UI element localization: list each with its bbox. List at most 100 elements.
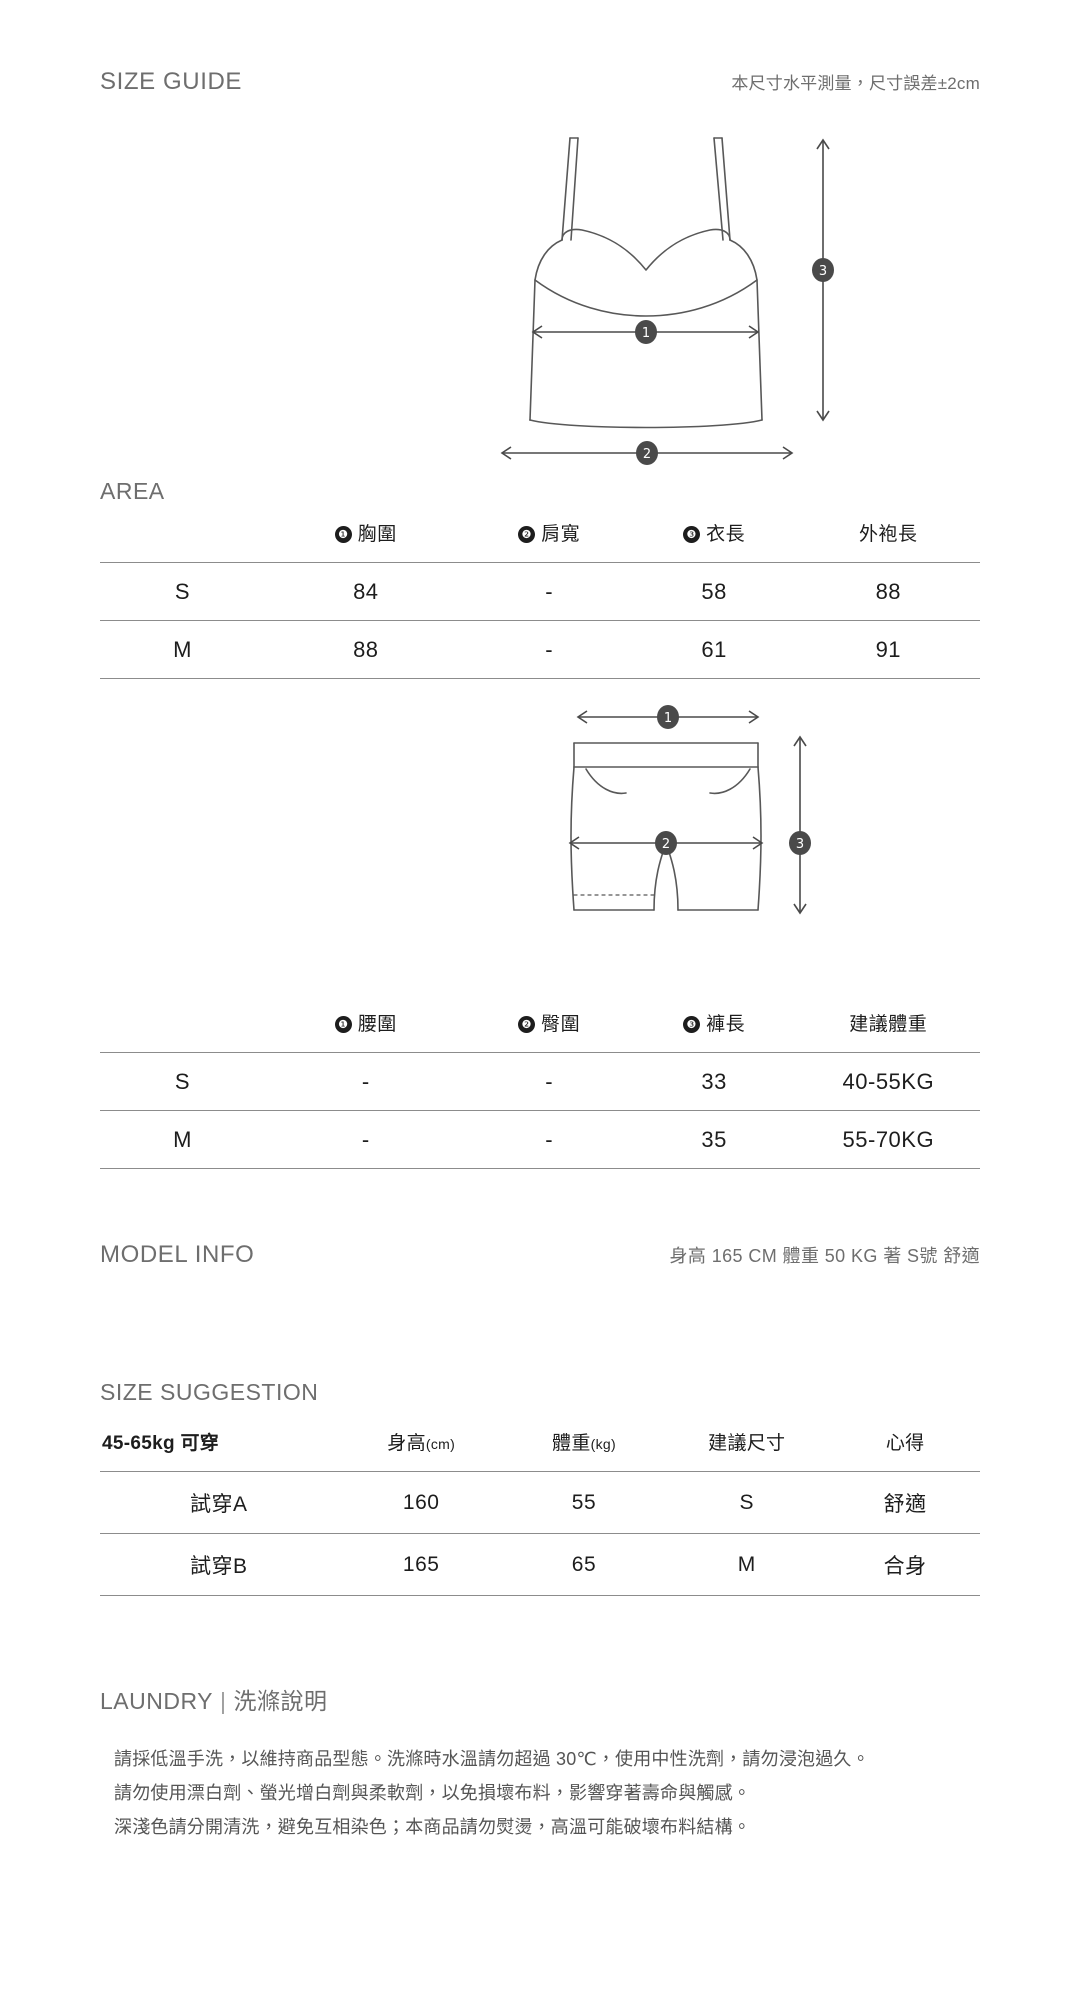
header-bust: ❶ 胸圍 (265, 519, 467, 563)
cell-tester: 試穿B (190, 1554, 248, 1578)
marker-3-label: 3 (819, 264, 827, 279)
cell-comment: 舒適 (883, 1492, 927, 1516)
laundry-title-en: LAUNDRY (100, 1688, 213, 1714)
cell-pants-length: 33 (701, 1068, 727, 1094)
page-title: SIZE GUIDE (100, 68, 243, 95)
table-row: M - - 35 55-70KG (100, 1110, 980, 1169)
marker-badge-2 (655, 831, 677, 855)
size-suggestion-title: SIZE SUGGESTION (100, 1379, 319, 1405)
size-suggestion-table: 45-65kg 可穿 身高(cm) 體重(kg) 建議尺寸 心得 試穿A 160… (100, 1428, 980, 1596)
table-row: S 84 - 58 88 (100, 562, 980, 621)
header-height-label: 身高 (387, 1433, 426, 1454)
table-header-row: ❶ 腰圍 ❷ 臀圍 ❸ 褲長 建議體重 (100, 1009, 980, 1053)
header-length-label: 衣長 (706, 524, 746, 545)
cell-recommended-size: M (737, 1552, 756, 1576)
cell-pants-length: 35 (701, 1126, 727, 1152)
marker-1-label: 1 (642, 326, 650, 341)
list-item: 深淺色請分開清洗，避免互相染色；本商品請勿熨燙，高溫可能破壞布料結構。 (114, 1817, 751, 1837)
cell-size: S (174, 578, 191, 604)
laundry-instructions: 請採低溫手洗，以維持商品型態。洗滌時水溫請勿超過 30℃，使用中性洗劑，請勿浸泡… (100, 1742, 980, 1844)
cell-weight: 55 (571, 1490, 597, 1514)
table-header-row: ❶ 胸圍 ❷ 肩寬 ❸ 衣長 外袍長 (100, 519, 980, 563)
header-hip: ❷ 臀圍 (467, 1009, 632, 1053)
cell-recommended-weight: 40-55KG (842, 1068, 935, 1094)
marker-2-label: 2 (662, 837, 670, 852)
table-row: 試穿B 165 65 M 合身 (100, 1533, 980, 1596)
table-header-row: 45-65kg 可穿 身高(cm) 體重(kg) 建議尺寸 心得 (100, 1428, 980, 1472)
list-item: 請勿使用漂白劑、螢光增白劑與柔軟劑，以免損壞布料，影響穿著壽命與觸感。 (114, 1783, 751, 1803)
header-pants-length: ❸ 褲長 (632, 1009, 797, 1053)
laundry-title: LAUNDRY |洗滌說明 (100, 1682, 980, 1716)
cell-height: 165 (402, 1552, 440, 1576)
table-row: M 88 - 61 91 (100, 620, 980, 679)
header-waist-label: 腰圍 (357, 1014, 397, 1035)
table-row: 試穿A 160 55 S 舒適 (100, 1471, 980, 1534)
cell-bust: 84 (353, 578, 379, 604)
header-waist: ❶ 腰圍 (265, 1009, 467, 1053)
cell-recommended-size: S (739, 1490, 755, 1514)
cell-waist: - (361, 1068, 370, 1094)
cell-size: M (173, 636, 192, 662)
table-row: S - - 33 40-55KG (100, 1052, 980, 1111)
cell-hip: - (545, 1126, 554, 1152)
header-comment: 心得 (885, 1433, 925, 1454)
header-weight-range: 45-65kg 可穿 (102, 1433, 220, 1454)
cell-shoulder: - (545, 578, 554, 604)
header-recommended-weight: 建議體重 (849, 1014, 928, 1035)
cell-shoulder: - (545, 636, 554, 662)
cell-length: 61 (701, 636, 727, 662)
badge-1-icon: ❶ (334, 1016, 352, 1033)
marker-badge-2 (636, 441, 658, 465)
cell-height: 160 (402, 1490, 440, 1514)
measure-line-3 (793, 735, 807, 915)
header-size (100, 1009, 265, 1053)
badge-2-icon: ❷ (518, 526, 536, 543)
header-recommended-size: 建議尺寸 (708, 1433, 786, 1454)
size-guide-header: SIZE GUIDE 本尺寸水平測量，尺寸誤差±2cm (100, 0, 980, 96)
model-info-details: 身高 165 CM 體重 50 KG 著 S號 舒適 (669, 1246, 980, 1266)
marker-badge-3 (789, 831, 811, 855)
header-size (100, 519, 265, 563)
measurement-note: 本尺寸水平測量，尺寸誤差±2cm (731, 74, 980, 93)
marker-badge-1 (635, 320, 657, 344)
badge-1-icon: ❶ (334, 526, 352, 543)
cell-weight: 65 (571, 1552, 597, 1576)
header-bust-label: 胸圍 (357, 524, 397, 545)
laundry-title-zh: 洗滌說明 (233, 1688, 328, 1714)
header-shoulder-label: 肩寬 (541, 524, 581, 545)
header-pants-length-label: 褲長 (706, 1014, 746, 1035)
list-item: 請採低溫手洗，以維持商品型態。洗滌時水溫請勿超過 30℃，使用中性洗劑，請勿浸泡… (114, 1749, 870, 1769)
header-height: 身高(cm) (338, 1428, 505, 1472)
laundry-title-divider: | (220, 1688, 227, 1714)
marker-2-label: 2 (643, 447, 651, 462)
model-info-section: MODEL INFO 身高 165 CM 體重 50 KG 著 S號 舒適 (100, 1241, 980, 1269)
badge-2-icon: ❷ (518, 1016, 536, 1033)
header-shoulder: ❷ 肩寬 (467, 519, 632, 563)
area-label: AREA (100, 478, 165, 504)
shorts-diagram-svg: 1 2 3 (568, 705, 811, 915)
cell-outer-length: 91 (875, 636, 902, 662)
cell-waist: - (361, 1126, 370, 1152)
cell-size: M (173, 1126, 192, 1152)
marker-badge-3 (812, 258, 834, 282)
header-height-unit: (cm) (425, 1436, 456, 1452)
header-weight-label: 體重 (552, 1433, 591, 1454)
badge-3-icon: ❸ (683, 526, 701, 543)
cell-tester: 試穿A (190, 1492, 248, 1516)
header-weight-unit: (kg) (590, 1436, 616, 1452)
marker-3-label: 3 (796, 837, 804, 852)
cell-hip: - (545, 1068, 554, 1094)
top-measurement-table: ❶ 胸圍 ❷ 肩寬 ❸ 衣長 外袍長 S 84 - 58 88 M 88 (100, 519, 980, 679)
header-hip-label: 臀圍 (541, 1014, 581, 1035)
header-outer-length: 外袍長 (859, 524, 918, 545)
cell-recommended-weight: 55-70KG (842, 1126, 935, 1152)
cell-comment: 合身 (883, 1554, 927, 1578)
cell-bust: 88 (353, 636, 379, 662)
model-info-title: MODEL INFO (100, 1241, 255, 1268)
badge-3-icon: ❸ (683, 1016, 701, 1033)
cell-size: S (174, 1068, 191, 1094)
top-garment-diagram: 1 2 3 (100, 120, 980, 470)
header-length: ❸ 衣長 (632, 519, 797, 563)
bottom-garment-diagram: 1 2 3 (100, 705, 980, 995)
